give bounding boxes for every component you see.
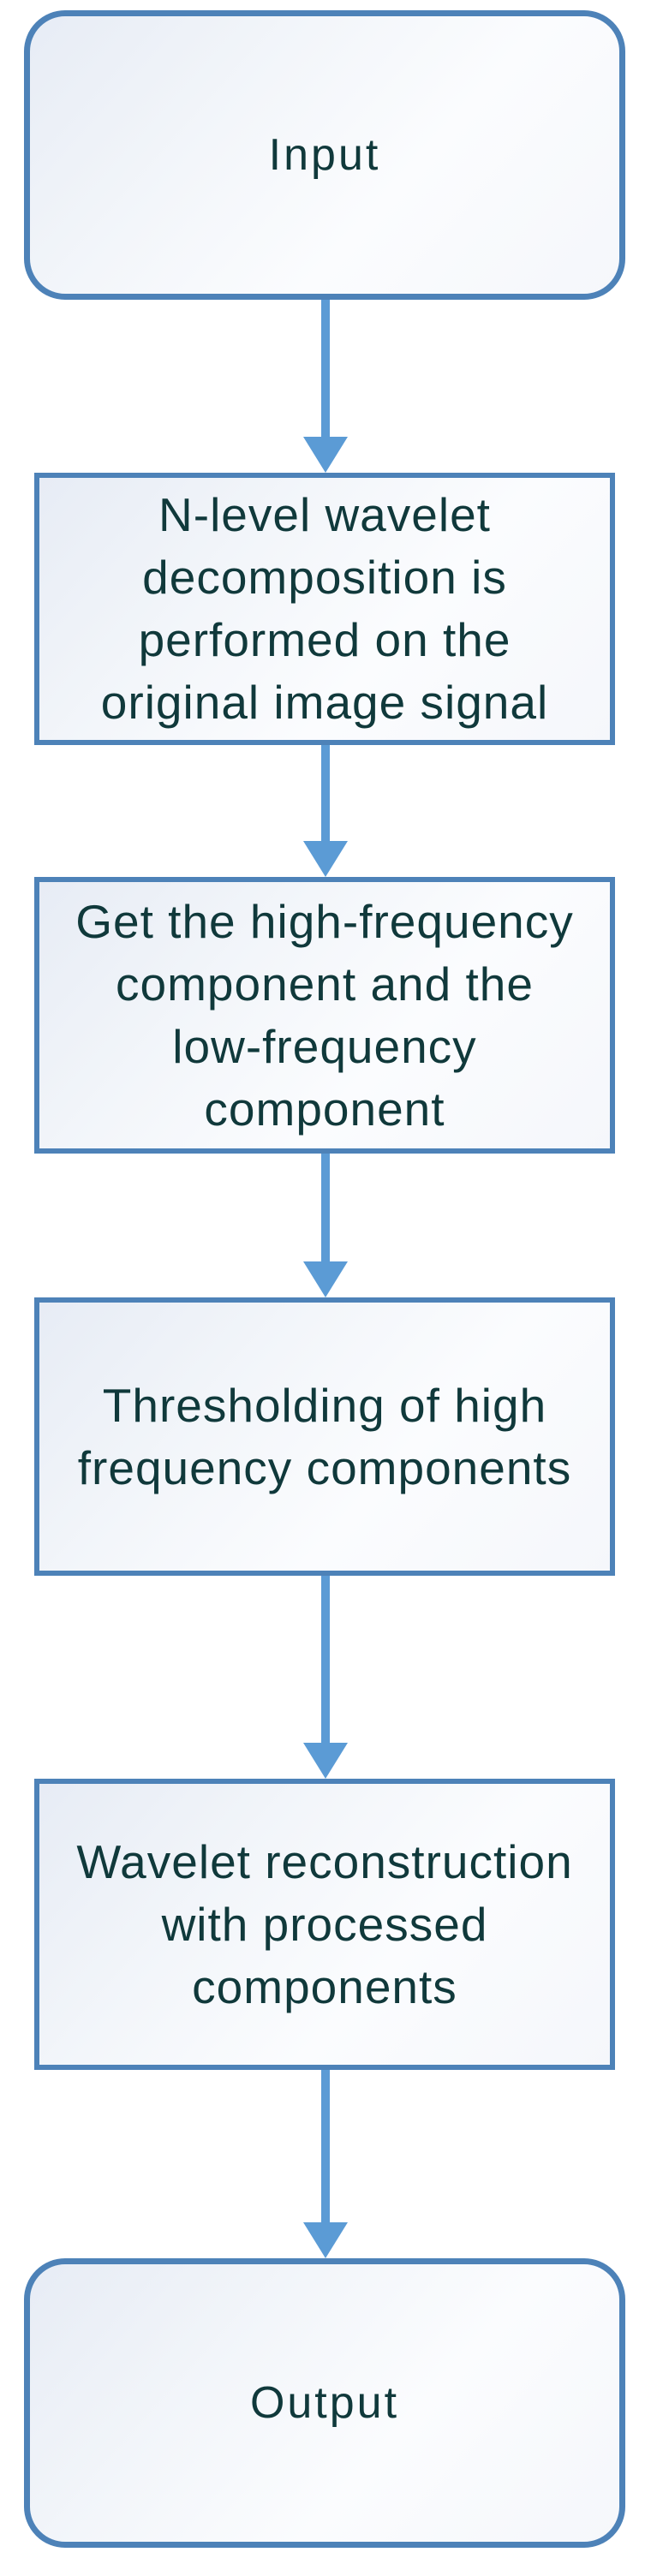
- arrow-down-2-head-icon: [303, 841, 348, 877]
- flowchart-node-input: Input: [24, 10, 625, 300]
- arrow-down-3-head-icon: [303, 1261, 348, 1297]
- flowchart-node-wavelet-decomposition: N-level wavelet decomposition is perform…: [34, 473, 615, 745]
- arrow-down-4-head-icon: [303, 1743, 348, 1779]
- arrow-down-5-stem: [321, 2070, 330, 2222]
- arrow-down-1-head-icon: [303, 437, 348, 473]
- arrow-down-3-stem: [321, 1154, 330, 1261]
- flowchart-node-output: Output: [24, 2258, 625, 2548]
- arrow-down-2-stem: [321, 745, 330, 841]
- flowchart-node-thresholding: Thresholding of high frequency component…: [34, 1297, 615, 1576]
- flowchart-node-get-components: Get the high-frequency component and the…: [34, 877, 615, 1154]
- arrow-down-4-stem: [321, 1576, 330, 1743]
- arrow-down-5-head-icon: [303, 2222, 348, 2258]
- arrow-down-1-stem: [321, 300, 330, 437]
- flowchart-node-wavelet-reconstruction: Wavelet reconstruction with processed co…: [34, 1779, 615, 2070]
